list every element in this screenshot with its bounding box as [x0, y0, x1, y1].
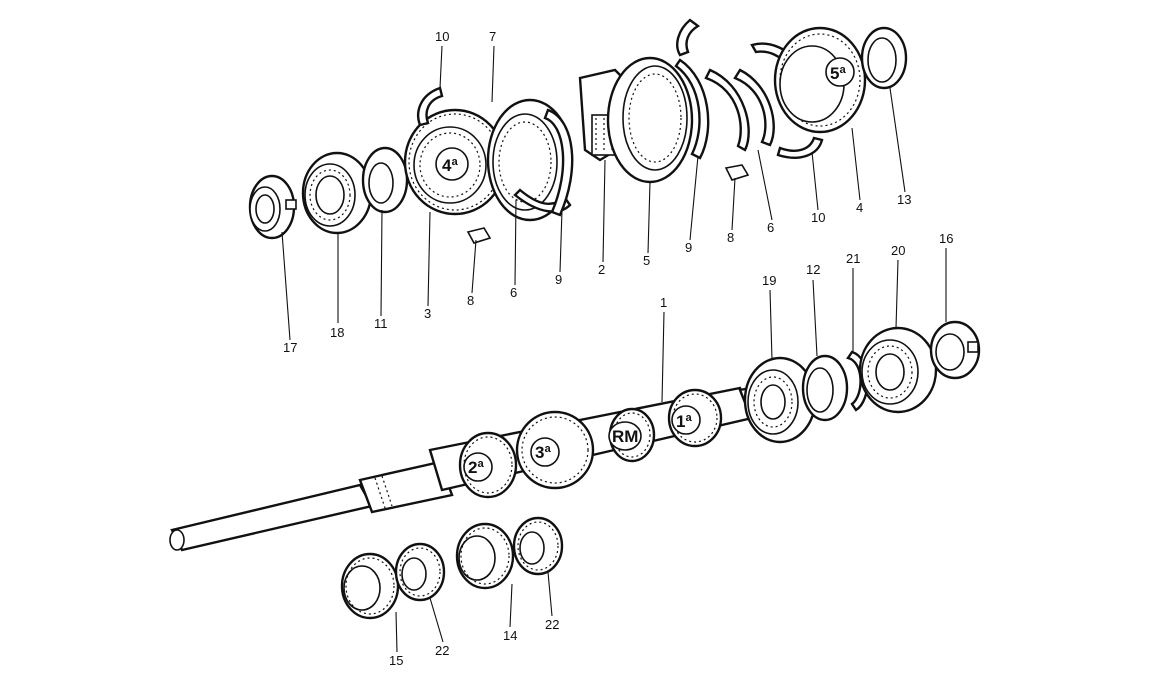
callout-7: 7 [489, 29, 496, 44]
callout-6: 6 [767, 220, 774, 235]
ring-6-right-b [733, 68, 775, 147]
callout-13: 13 [897, 192, 911, 207]
sleeve-5 [606, 56, 694, 184]
gear-label-2nd: 2ª [468, 458, 484, 477]
callout-2: 2 [598, 262, 605, 277]
gear-label-reverse: RM [612, 427, 638, 446]
synchro-hub-7 [486, 98, 574, 222]
callout-21: 21 [846, 251, 860, 266]
gear-label-5th: 5ª [830, 64, 846, 83]
needle-bearing-22-right [512, 516, 564, 576]
callout-1: 1 [660, 295, 667, 310]
callout-20: 20 [891, 243, 905, 258]
callout-numbers: 10 7 17 18 11 3 8 6 9 2 5 9 8 6 10 4 13 … [283, 29, 953, 668]
semi-ring-10-left [417, 86, 444, 127]
semi-ring-10-right [776, 136, 824, 159]
washer-11 [361, 146, 409, 214]
callout-3: 3 [424, 306, 431, 321]
callout-10: 10 [435, 29, 449, 44]
washer-13 [860, 26, 908, 90]
callout-17: 17 [283, 340, 297, 355]
needle-bearing-14 [455, 522, 515, 590]
needle-bearing-15 [340, 552, 400, 620]
callout-9: 9 [555, 272, 562, 287]
gear-4th: 4ª [403, 108, 507, 216]
ring-nut-16 [929, 320, 981, 380]
callout-8: 8 [467, 293, 474, 308]
callout-5: 5 [643, 253, 650, 268]
callout-19: 19 [762, 273, 776, 288]
callout-14: 14 [503, 628, 517, 643]
gear-3rd: 3ª [515, 410, 595, 490]
callout-11: 11 [374, 316, 388, 331]
ring-9-right [674, 58, 710, 160]
ring-9-left [543, 108, 574, 217]
bearing-19 [743, 356, 817, 444]
callout-4: 4 [856, 200, 863, 215]
callout-9: 9 [685, 240, 692, 255]
bearing-20 [858, 326, 938, 414]
ring-6-right [704, 68, 750, 152]
semi-ring-10-top [676, 18, 701, 57]
gear-label-4th: 4ª [442, 156, 458, 175]
callout-12: 12 [806, 262, 820, 277]
callout-16: 16 [939, 231, 953, 246]
gear-1st: 1ª [667, 388, 723, 448]
gear-reverse: RM [608, 407, 656, 463]
callout-8: 8 [727, 230, 734, 245]
bearing-18 [301, 151, 373, 235]
callout-22: 22 [435, 643, 449, 658]
callout-15: 15 [389, 653, 403, 668]
key-8-left [466, 227, 492, 244]
gear-label-1st: 1ª [676, 412, 692, 431]
washer-12 [801, 354, 849, 422]
gear-label-3rd: 3ª [535, 443, 551, 462]
leader-lines [281, 45, 947, 653]
callout-18: 18 [330, 325, 344, 340]
gear-2nd: 2ª [458, 431, 518, 499]
gear-5th: 5ª [773, 26, 867, 134]
callout-10: 10 [811, 210, 825, 225]
callout-22: 22 [545, 617, 559, 632]
key-8-right [724, 164, 750, 181]
needle-bearing-22-left [394, 542, 446, 602]
ring-nut-17 [248, 174, 297, 240]
callout-6: 6 [510, 285, 517, 300]
